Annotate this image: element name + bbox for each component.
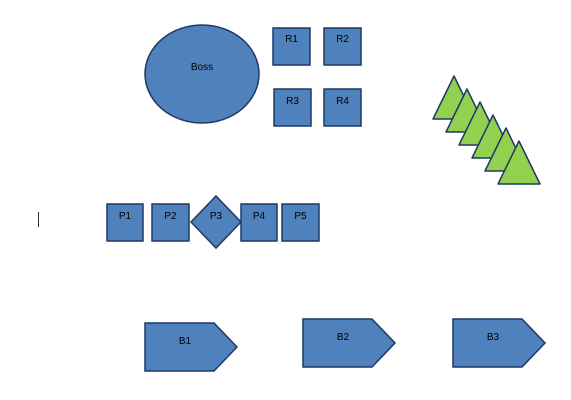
pentagon-b2[interactable]: B2 [302,318,397,368]
process-p5[interactable]: P5 [281,203,320,242]
room-r2[interactable]: R2 [323,27,362,66]
process-p5-label: P5 [294,211,307,222]
process-p1-label: P1 [119,211,132,222]
pentagon-b1-shape [144,322,239,372]
process-p3-label: P3 [210,211,223,222]
room-r4-label: R4 [336,96,349,107]
process-p2-label: P2 [164,211,177,222]
process-p3-diamond [189,194,243,250]
room-r3[interactable]: R3 [273,88,312,127]
process-p5-box [281,203,320,242]
process-p1-box [106,203,144,242]
room-r1[interactable]: R1 [272,27,311,66]
room-r4-box [323,88,362,127]
pentagon-b1[interactable]: B1 [144,322,239,372]
room-r4[interactable]: R4 [323,88,362,127]
process-p2[interactable]: P2 [151,203,190,242]
pentagon-b2-shape [302,318,397,368]
triangle-6 [497,140,541,185]
boss-ellipse [144,24,260,124]
process-p4-label: P4 [253,211,266,222]
pentagon-b1-label: B1 [179,336,192,347]
text-cursor [38,212,39,227]
process-p3[interactable]: P3 [189,194,243,250]
room-r3-box [273,88,312,127]
room-r1-box [272,27,311,66]
pentagon-b3-shape [452,318,547,368]
room-r2-box [323,27,362,66]
process-p1[interactable]: P1 [106,203,144,242]
pentagon-b2-label: B2 [337,332,350,343]
triangle-stack[interactable] [432,75,541,185]
pentagon-b3-label: B3 [487,332,500,343]
boss-shape[interactable]: Boss [144,24,260,124]
process-p4[interactable]: P4 [240,203,278,242]
room-r1-label: R1 [285,34,298,45]
room-r2-label: R2 [336,34,349,45]
boss-label: Boss [191,62,213,73]
room-r3-label: R3 [286,96,299,107]
process-p2-box [151,203,190,242]
process-p4-box [240,203,278,242]
pentagon-b3[interactable]: B3 [452,318,547,368]
